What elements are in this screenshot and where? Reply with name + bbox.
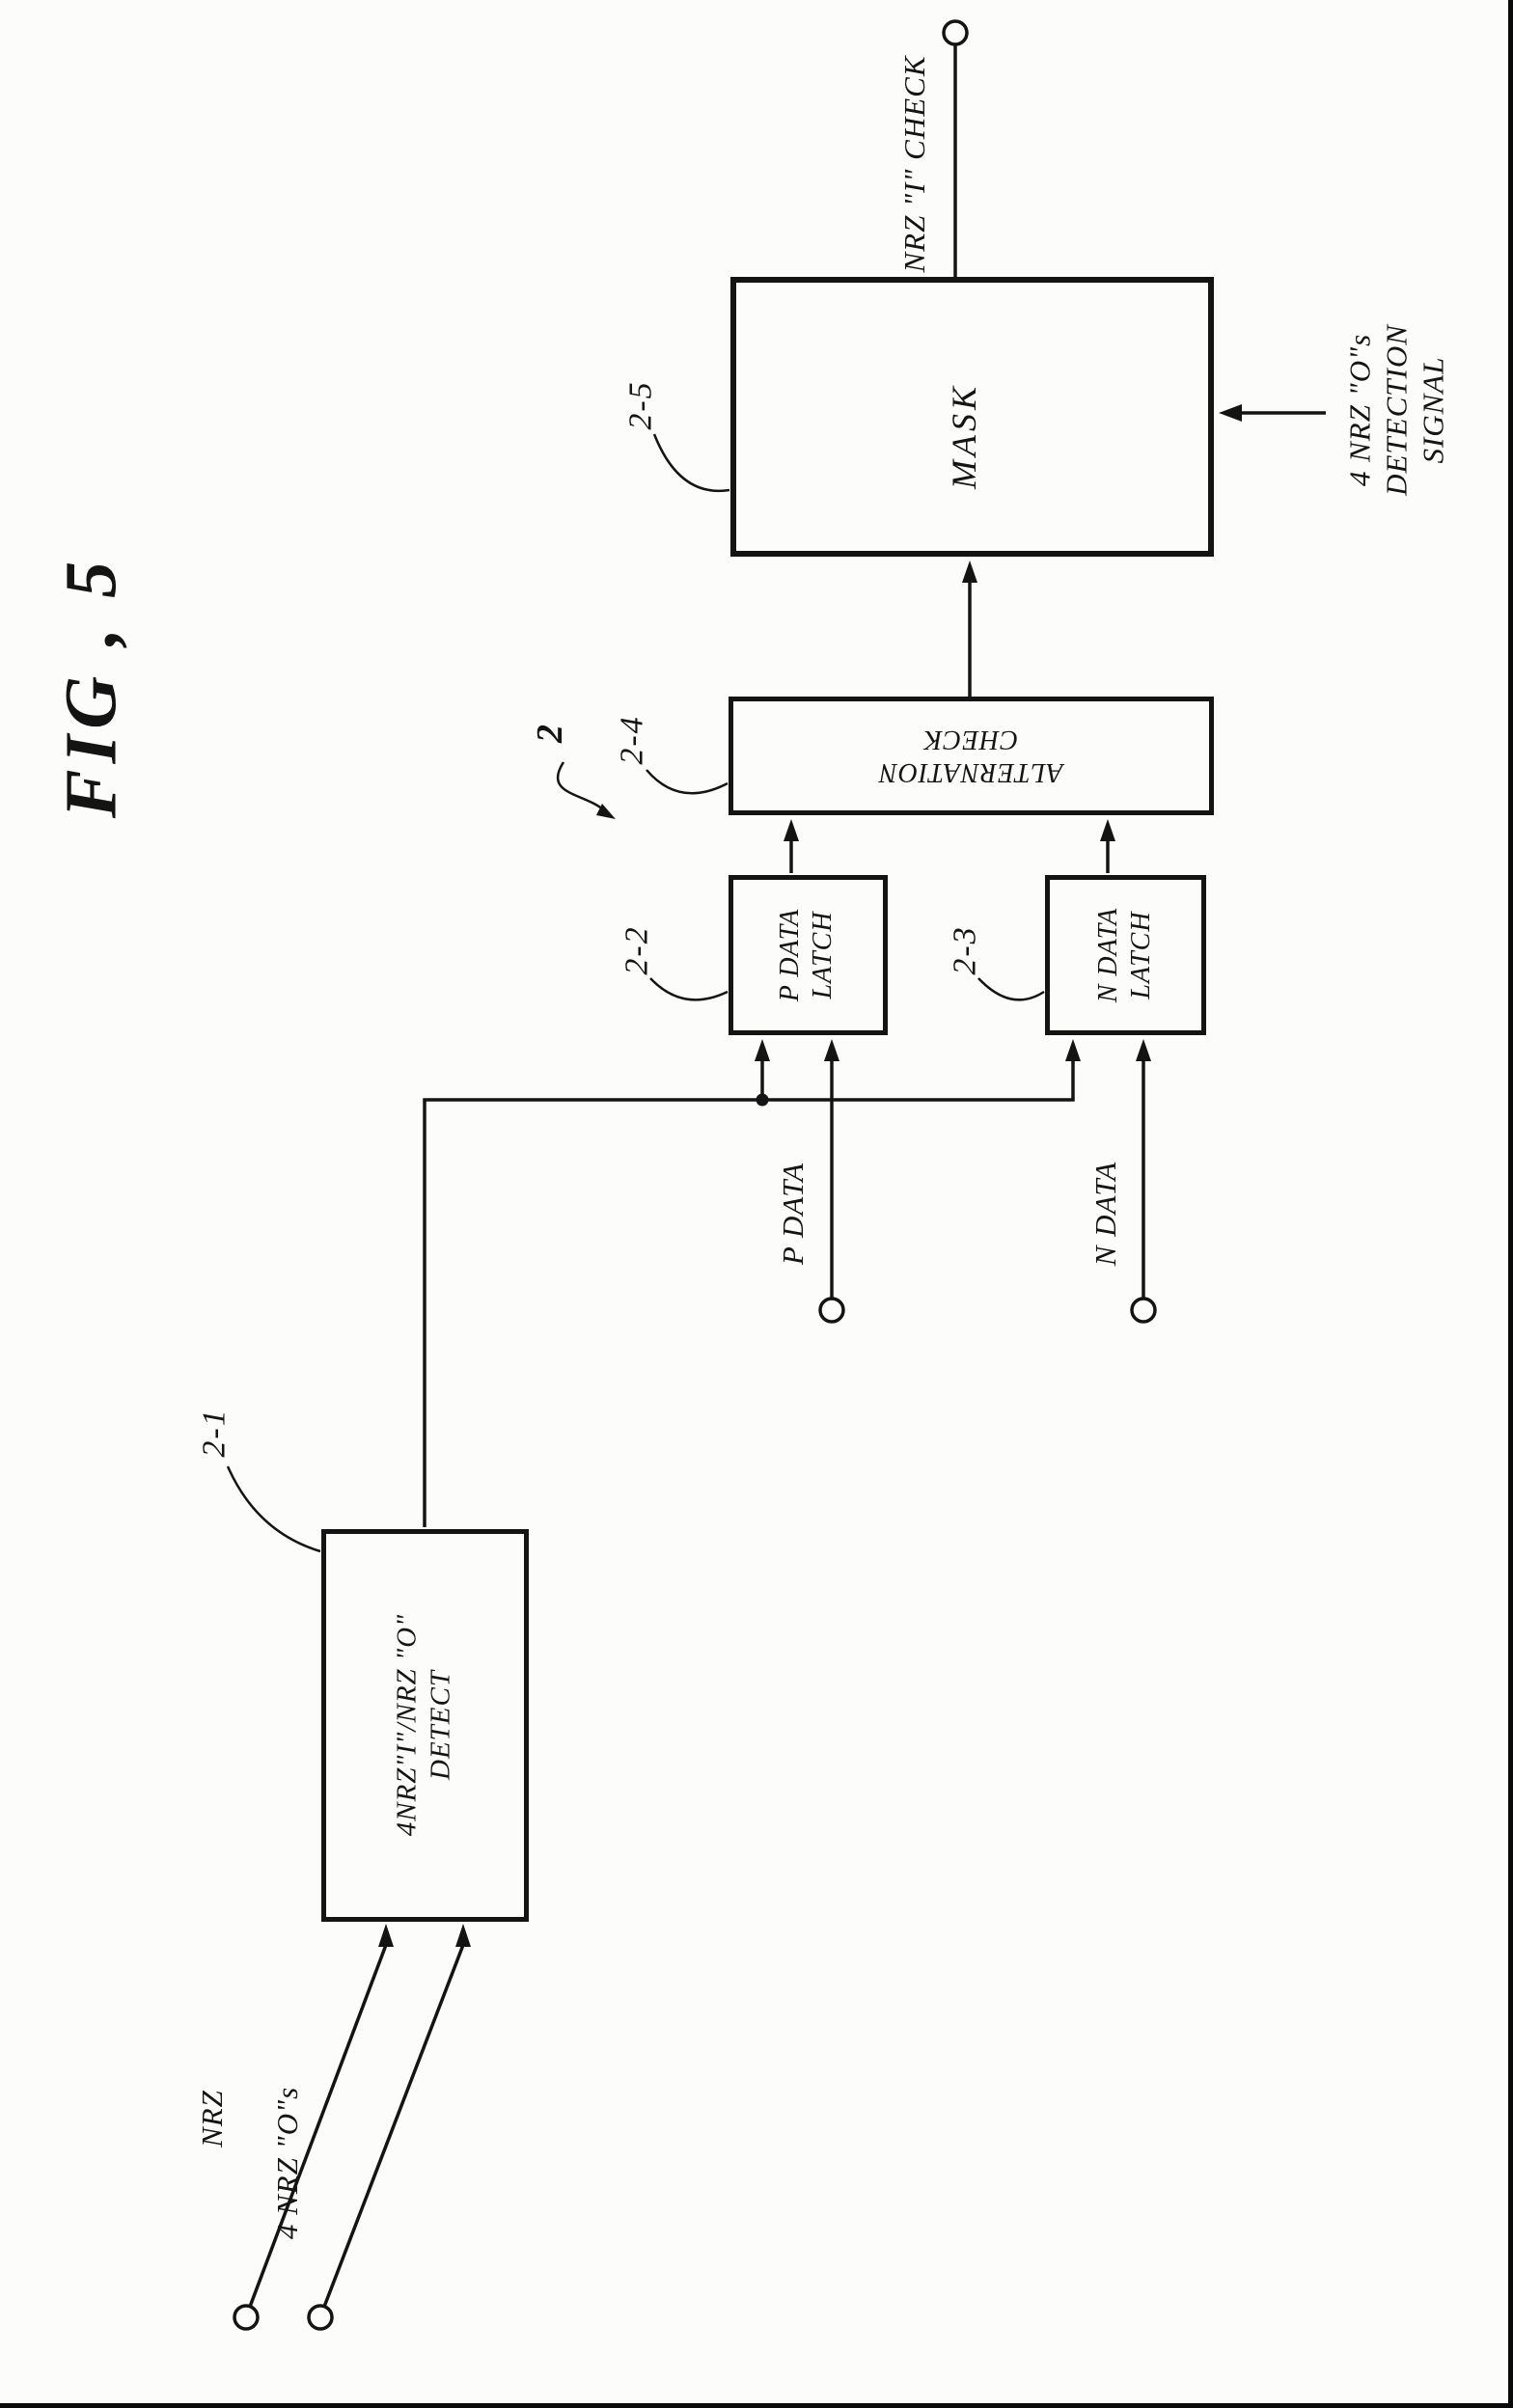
ref-2-5: 2-5 [622,380,659,430]
n-data-latch-block [1045,875,1206,1035]
nrz-check-signal-label: NRZ "I" CHECK [897,55,932,273]
terminal-nrz [233,2304,260,2331]
detection-signal-label: 4 NRZ "O"s DETECTION SIGNAL [1342,324,1449,496]
ref-2-2: 2-2 [619,925,655,975]
ref-2-4: 2-4 [614,715,650,765]
leader-2-4 [646,769,729,795]
detect-label: 4NRZ"I"/NRZ "O" DETECT [391,1613,456,1837]
alternation-check-label: ALTERNATION CHECK [878,725,1063,788]
four-nrz-signal-label: 4 NRZ "O"s [270,2086,305,2240]
nrz-signal-label: NRZ [195,2090,230,2148]
p-data-signal-label: P DATA [776,1162,811,1266]
mask-label: MASK [945,383,984,489]
leader-2-5 [652,433,730,493]
arrowhead-p-to-altcheck [784,819,799,841]
mask-block [730,277,1214,557]
terminal-p-data [818,1297,845,1324]
leader-2-3 [977,977,1045,1001]
group-2-pointer-curve [556,761,605,811]
ref-2-3: 2-3 [947,925,983,975]
ref-group-2: 2 [529,724,570,743]
four-nrz-input-line [322,1944,465,2308]
arrowhead-detection-signal [1219,404,1242,422]
arrowhead-detect-to-platch [755,1039,770,1061]
detect-output-bus [423,1059,1075,1527]
n-data-latch-label: N DATA LATCH [1092,907,1156,1003]
terminal-four-nrz [307,2304,334,2331]
p-data-latch-block [729,875,888,1035]
n-data-signal-label: N DATA [1088,1161,1123,1267]
arrowhead-nrz-to-detect [378,1924,394,1947]
leader-2-2 [649,977,729,1001]
ref-2-1: 2-1 [196,1408,233,1458]
terminal-nrz-check [942,19,969,46]
alternation-check-block [729,697,1214,815]
p-data-latch-label: P DATA LATCH [774,908,838,1002]
detect-block [321,1529,529,1922]
terminal-n-data [1130,1297,1157,1324]
junction-dot [756,1093,769,1107]
arrowhead-ndata-to-nlatch [1136,1039,1151,1061]
arrowhead-to-mask [962,561,977,583]
scan-edge-right [1508,0,1513,2408]
scan-edge-bottom [0,2403,1513,2408]
leader-2-1 [226,1465,321,1553]
arrowhead-fournrz-to-detect [455,1924,471,1947]
nrz-input-line [248,1944,388,2308]
arrowhead-detect-to-nlatch [1065,1039,1081,1061]
arrowhead-pdata-to-platch [824,1039,839,1061]
arrowhead-group-2-pointer [596,804,616,819]
arrowhead-n-to-altcheck [1100,819,1115,841]
figure-title: FIG , 5 [50,555,132,819]
